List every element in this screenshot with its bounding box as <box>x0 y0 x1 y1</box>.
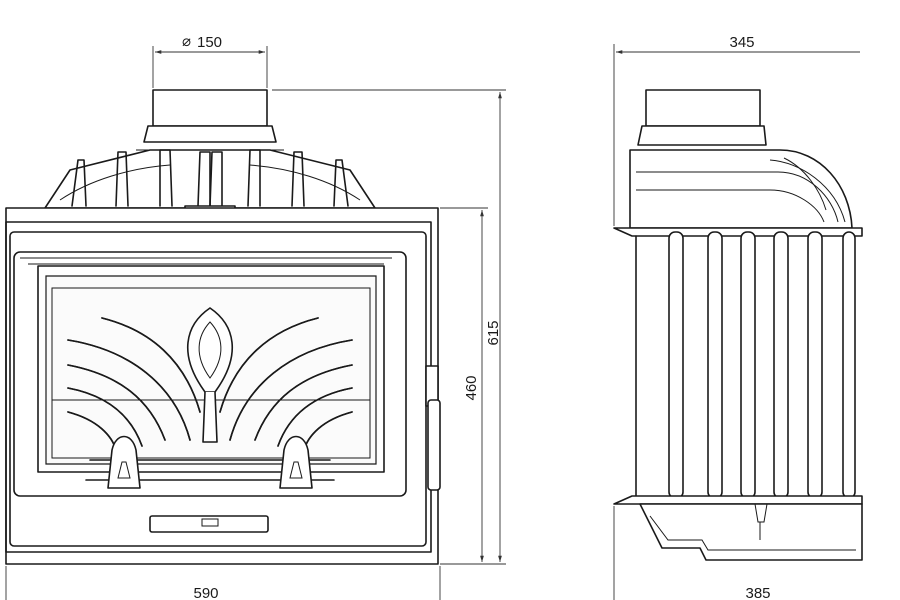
side-top-depth-label: 345 <box>729 34 754 51</box>
side-view <box>613 89 863 561</box>
side-bottom-depth-label: 385 <box>745 585 770 600</box>
side-flue-collar <box>637 89 767 146</box>
dimension-lines <box>5 44 860 600</box>
front-width-label: 590 <box>193 585 218 600</box>
side-top-flange <box>613 227 863 237</box>
front-decor-grate <box>67 307 353 489</box>
flue-diameter-label: 150 <box>197 34 222 51</box>
side-ribs <box>668 231 856 499</box>
front-flue-collar <box>136 89 284 151</box>
total-height-label: 615 <box>485 320 502 345</box>
flue-diameter-symbol: ⌀ <box>182 33 191 50</box>
side-base <box>639 503 863 561</box>
side-top-hood <box>629 149 853 229</box>
side-bottom-flange <box>613 495 863 505</box>
front-view <box>5 89 441 565</box>
door-height-label: 460 <box>463 375 480 400</box>
